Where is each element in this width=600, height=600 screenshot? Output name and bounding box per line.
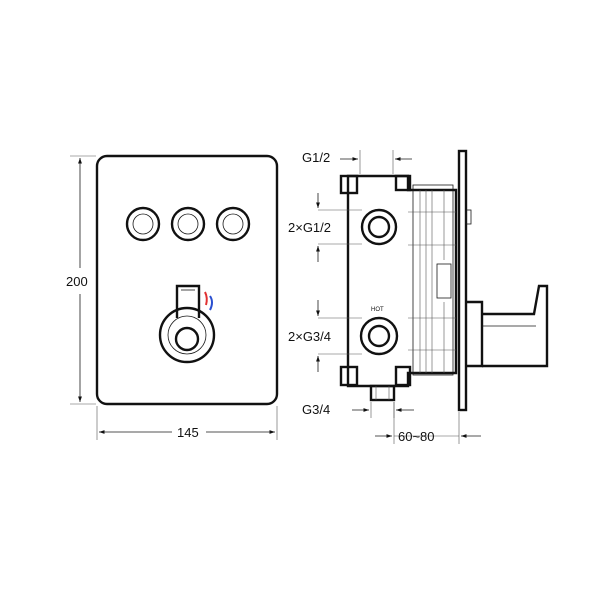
plate-tab bbox=[465, 209, 472, 225]
cover-plate bbox=[95, 154, 279, 406]
inlet-port bbox=[359, 316, 399, 356]
width-label: 145 bbox=[177, 425, 199, 440]
height-dimension bbox=[70, 155, 96, 405]
button-2 bbox=[170, 206, 206, 242]
inlet-label: 2×G3/4 bbox=[288, 329, 331, 344]
valve-body bbox=[339, 174, 458, 388]
bottom-inlet bbox=[369, 384, 396, 402]
depth-label: 60~80 bbox=[398, 429, 435, 444]
mixer-handle bbox=[158, 284, 216, 364]
width-dimension bbox=[96, 406, 278, 440]
handle-side-profile bbox=[466, 284, 549, 368]
side-view: HOT G1/2 2×G1/2 2×G bbox=[288, 149, 549, 444]
outlet-port bbox=[360, 208, 398, 246]
g12-top-dimension bbox=[340, 150, 412, 174]
height-label: 200 bbox=[66, 274, 88, 289]
g12-top-label: G1/2 bbox=[302, 150, 330, 165]
button-3 bbox=[215, 206, 251, 242]
cold-indicator bbox=[209, 295, 213, 311]
g34-bottom-label: G3/4 bbox=[302, 402, 330, 417]
outlet-dimension bbox=[316, 193, 362, 262]
depth-dimension bbox=[375, 402, 481, 444]
inlet-dimension bbox=[316, 300, 362, 372]
hot-label: HOT bbox=[371, 307, 384, 313]
g34-bottom-dimension bbox=[352, 402, 414, 418]
wall-plate bbox=[457, 149, 468, 412]
button-1 bbox=[125, 206, 161, 242]
outlet-label: 2×G1/2 bbox=[288, 220, 331, 235]
front-view: 200 145 bbox=[66, 154, 279, 440]
hot-indicator bbox=[204, 291, 208, 306]
